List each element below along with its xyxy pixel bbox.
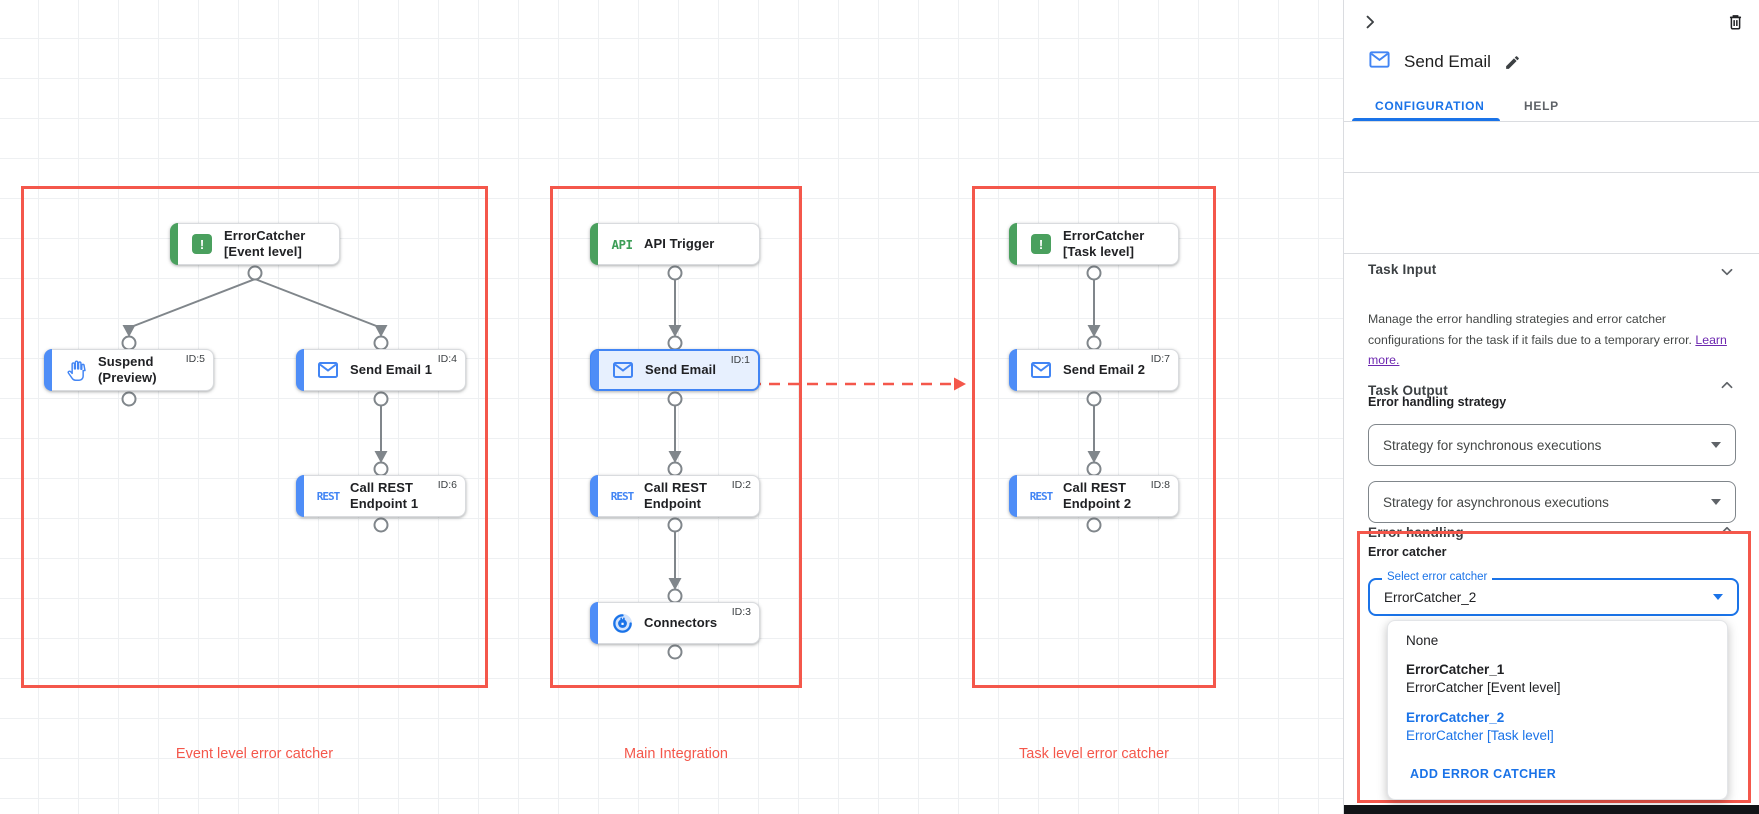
node-api-trigger[interactable]: API API Trigger bbox=[590, 223, 760, 265]
tab-configuration[interactable]: CONFIGURATION bbox=[1375, 99, 1485, 113]
node-id-badge: ID:6 bbox=[437, 479, 457, 491]
node-accent-bar bbox=[44, 349, 52, 391]
node-label: Connectors bbox=[644, 615, 718, 631]
node-id-badge: ID:2 bbox=[731, 479, 751, 491]
error-catcher-label: Error catcher bbox=[1368, 545, 1447, 559]
node-label: Send Email 2 bbox=[1063, 362, 1146, 378]
node-suspend[interactable]: Suspend (Preview) ID:5 bbox=[44, 349, 214, 391]
hand-icon bbox=[62, 359, 90, 381]
node-accent-bar bbox=[296, 475, 304, 517]
add-error-catcher-button[interactable]: ADD ERROR CATCHER bbox=[1410, 767, 1557, 781]
active-tab-indicator bbox=[1352, 118, 1500, 121]
rest-icon: REST bbox=[316, 489, 340, 503]
panel-title: Send Email bbox=[1404, 52, 1491, 71]
edge-lines bbox=[130, 278, 1095, 579]
node-error-catcher-event[interactable]: ! ErrorCatcher [Event level] bbox=[170, 223, 340, 265]
api-icon: API bbox=[611, 236, 633, 252]
selected-error-catcher: ErrorCatcher_2 bbox=[1384, 589, 1477, 605]
node-label: ErrorCatcher [Event level] bbox=[224, 228, 306, 259]
dropdown-caret-icon bbox=[1711, 499, 1721, 505]
node-label: Suspend (Preview) bbox=[98, 354, 157, 385]
node-id-badge: ID:8 bbox=[1150, 479, 1170, 491]
node-accent-bar bbox=[1009, 475, 1017, 517]
async-strategy-select[interactable]: Strategy for asynchronous executions bbox=[1368, 481, 1736, 523]
node-call-rest-endpoint[interactable]: REST Call REST Endpoint ID:2 bbox=[590, 475, 760, 517]
node-accent-bar bbox=[296, 349, 304, 391]
panel-header: Send Email bbox=[1368, 48, 1521, 76]
node-accent-bar bbox=[591, 350, 599, 390]
node-accent-bar bbox=[1009, 223, 1017, 265]
section-error-handling[interactable]: Error handling bbox=[1344, 253, 1759, 540]
flow-edges bbox=[121, 253, 1102, 660]
connectors-icon bbox=[608, 612, 636, 635]
node-accent-bar bbox=[590, 475, 598, 517]
error-catcher-icon: ! bbox=[192, 234, 212, 254]
node-accent-bar bbox=[590, 223, 598, 265]
section-task-output[interactable]: Task Output bbox=[1344, 172, 1759, 398]
strategy-label: Error handling strategy bbox=[1368, 395, 1507, 409]
node-error-catcher-task[interactable]: ! ErrorCatcher [Task level] bbox=[1009, 223, 1179, 265]
rest-icon: REST bbox=[1029, 489, 1053, 503]
divider bbox=[1344, 253, 1759, 254]
error-route-dashed-arrow bbox=[750, 377, 966, 391]
chevron-up-icon bbox=[1717, 375, 1737, 400]
node-label: Send Email bbox=[645, 362, 717, 378]
group-label-event-level: Event level error catcher bbox=[175, 746, 334, 762]
email-icon bbox=[609, 358, 637, 382]
task-config-panel: Send Email CONFIGURATION HELP Task Input… bbox=[1343, 0, 1759, 814]
error-catcher-select[interactable]: Select error catcher ErrorCatcher_2 bbox=[1368, 571, 1739, 616]
divider bbox=[1344, 172, 1759, 173]
tab-help[interactable]: HELP bbox=[1524, 99, 1559, 113]
node-accent-bar bbox=[590, 602, 598, 644]
rest-icon: REST bbox=[610, 489, 634, 503]
node-call-rest-endpoint-1[interactable]: REST Call REST Endpoint 1 ID:6 bbox=[296, 475, 466, 517]
group-label-task-level: Task level error catcher bbox=[1019, 746, 1169, 762]
menu-option-none[interactable]: None bbox=[1406, 633, 1439, 648]
node-label: API Trigger bbox=[644, 236, 715, 252]
node-id-badge: ID:4 bbox=[437, 353, 457, 365]
chevron-down-icon bbox=[1717, 262, 1737, 287]
bottom-bar bbox=[1344, 805, 1759, 814]
connector-handles bbox=[121, 265, 1102, 660]
section-task-input[interactable]: Task Input bbox=[1344, 121, 1759, 277]
dropdown-caret-icon bbox=[1711, 442, 1721, 448]
email-icon bbox=[314, 358, 342, 382]
node-accent-bar bbox=[1009, 349, 1017, 391]
flow-canvas[interactable]: Event level error catcher Main Integrati… bbox=[0, 0, 1343, 814]
error-handling-description: Manage the error handling strategies and… bbox=[1368, 312, 1727, 368]
divider bbox=[1344, 121, 1759, 122]
node-send-email[interactable]: Send Email ID:1 bbox=[590, 349, 760, 391]
email-icon bbox=[1027, 358, 1055, 382]
node-id-badge: ID:3 bbox=[731, 606, 751, 618]
menu-option-errorcatcher-2[interactable]: ErrorCatcher_2 ErrorCatcher [Task level] bbox=[1406, 710, 1554, 743]
node-label: Call REST Endpoint 1 bbox=[350, 480, 419, 511]
node-id-badge: ID:7 bbox=[1150, 353, 1170, 365]
node-accent-bar bbox=[170, 223, 178, 265]
group-label-main-integration: Main Integration bbox=[624, 746, 728, 762]
node-label: Send Email 1 bbox=[350, 362, 433, 378]
error-catcher-icon: ! bbox=[1031, 234, 1051, 254]
node-id-badge: ID:5 bbox=[185, 353, 205, 365]
dropdown-caret-icon bbox=[1713, 594, 1723, 600]
node-label: ErrorCatcher [Task level] bbox=[1063, 228, 1145, 259]
node-label: Call REST Endpoint bbox=[644, 480, 708, 511]
chevron-up-icon bbox=[1717, 520, 1737, 545]
collapse-panel-icon[interactable] bbox=[1360, 12, 1380, 32]
node-send-email-2[interactable]: Send Email 2 ID:7 bbox=[1009, 349, 1179, 391]
node-call-rest-endpoint-2[interactable]: REST Call REST Endpoint 2 ID:8 bbox=[1009, 475, 1179, 517]
node-id-badge: ID:1 bbox=[730, 354, 750, 366]
menu-option-errorcatcher-1[interactable]: ErrorCatcher_1 ErrorCatcher [Event level… bbox=[1406, 662, 1561, 695]
node-connectors[interactable]: Connectors ID:3 bbox=[590, 602, 760, 644]
sync-strategy-select[interactable]: Strategy for synchronous executions bbox=[1368, 424, 1736, 466]
email-icon bbox=[1368, 48, 1391, 76]
delete-task-icon[interactable] bbox=[1726, 12, 1745, 32]
edge-arrowheads bbox=[122, 325, 1101, 590]
error-catcher-menu: None ErrorCatcher_1 ErrorCatcher [Event … bbox=[1387, 620, 1728, 800]
node-label: Call REST Endpoint 2 bbox=[1063, 480, 1132, 511]
node-send-email-1[interactable]: Send Email 1 ID:4 bbox=[296, 349, 466, 391]
select-floating-label: Select error catcher bbox=[1382, 571, 1493, 583]
learn-more-link[interactable]: Learn more. bbox=[1368, 332, 1727, 368]
edit-name-icon[interactable] bbox=[1504, 54, 1521, 71]
